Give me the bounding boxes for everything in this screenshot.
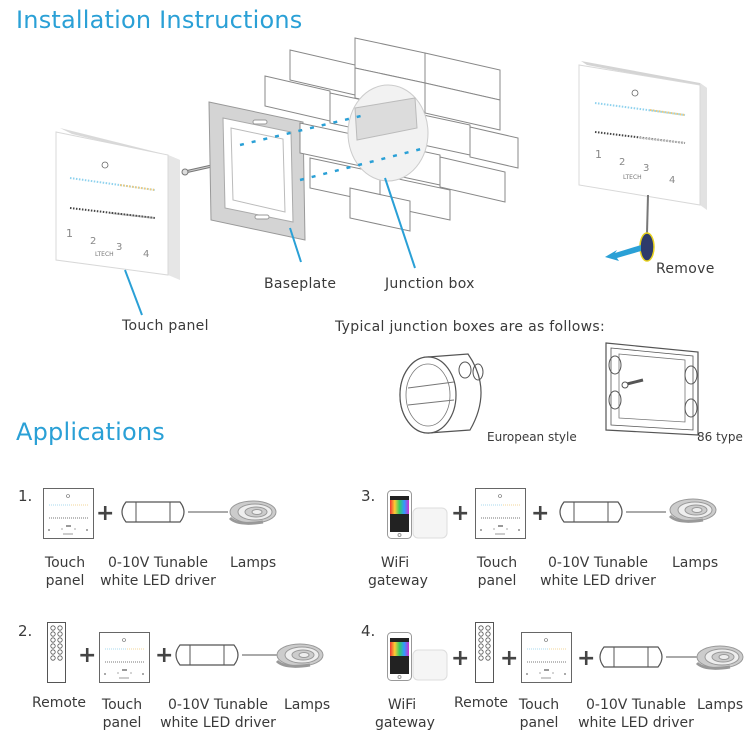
app-3-caption-lamps: Lamps <box>672 555 719 571</box>
app-4-number: 4. <box>361 622 376 640</box>
touch-panel-icon <box>43 488 94 539</box>
svg-text:3: 3 <box>643 163 649 174</box>
86-type-junction-box-icon <box>605 342 699 436</box>
touch-panel-label: Touch panel <box>122 318 209 334</box>
app-1-caption-lamps: Lamps <box>230 555 277 571</box>
svg-text:LTECH: LTECH <box>623 174 642 181</box>
touch-panel-remove-illustration: 1 2 3 4 LTECH <box>578 61 707 262</box>
remote-icon <box>475 622 494 683</box>
lamp-strip-icon <box>275 642 325 668</box>
european-junction-box-icon <box>399 353 484 434</box>
alignment-lines <box>239 113 426 182</box>
app-4-caption-lamps: Lamps <box>697 697 744 713</box>
led-driver-icon <box>559 501 666 523</box>
plus-sign: + <box>500 646 519 671</box>
plus-sign: + <box>577 646 596 671</box>
app-2-caption-remote: Remote <box>31 695 87 711</box>
lamp-strip-icon <box>228 499 278 525</box>
led-driver-icon <box>121 501 228 523</box>
zone-3: 3 <box>116 242 122 253</box>
plus-sign: + <box>531 501 550 526</box>
plus-sign: + <box>96 501 115 526</box>
baseplate-label: Baseplate <box>264 276 337 292</box>
app-4-caption-remote: Remote <box>453 695 509 711</box>
app-3-number: 3. <box>361 487 376 505</box>
wifi-gateway-icon <box>387 490 448 539</box>
led-driver-icon <box>599 646 706 668</box>
zone-2: 2 <box>90 236 96 247</box>
app-1-number: 1. <box>18 487 33 505</box>
brand-logo: LTECH <box>95 251 114 258</box>
lamp-strip-icon <box>668 497 718 523</box>
touch-panel-icon <box>475 488 526 539</box>
led-driver-icon <box>175 644 282 666</box>
touch-panel-icon <box>521 632 572 683</box>
wifi-gateway-icon <box>387 632 448 681</box>
lamp-strip-icon <box>695 644 745 670</box>
plus-sign: + <box>451 646 470 671</box>
svg-text:1: 1 <box>595 148 602 161</box>
plus-sign: + <box>155 643 174 668</box>
remote-icon <box>47 622 66 683</box>
applications-title: Applications <box>16 418 166 446</box>
app-2-number: 2. <box>18 622 33 640</box>
installation-title: Installation Instructions <box>16 6 303 34</box>
remove-label: Remove <box>656 261 715 277</box>
typical-boxes-caption: Typical junction boxes are as follows: <box>335 319 605 335</box>
svg-text:4: 4 <box>669 175 675 186</box>
touch-panel-icon <box>99 632 150 683</box>
plus-sign: + <box>78 643 97 668</box>
86-type-label: 86 type <box>697 430 743 444</box>
zone-1: 1 <box>66 227 73 240</box>
junction-box-label: Junction box <box>385 276 475 292</box>
svg-text:2: 2 <box>619 157 625 168</box>
brick-wall-illustration <box>264 37 519 269</box>
touch-panel-illustration: 1 2 3 4 LTECH <box>55 128 180 316</box>
plus-sign: + <box>451 501 470 526</box>
app-2-caption-lamps: Lamps <box>284 697 331 713</box>
european-style-label: European style <box>487 430 577 444</box>
zone-4: 4 <box>143 249 149 260</box>
